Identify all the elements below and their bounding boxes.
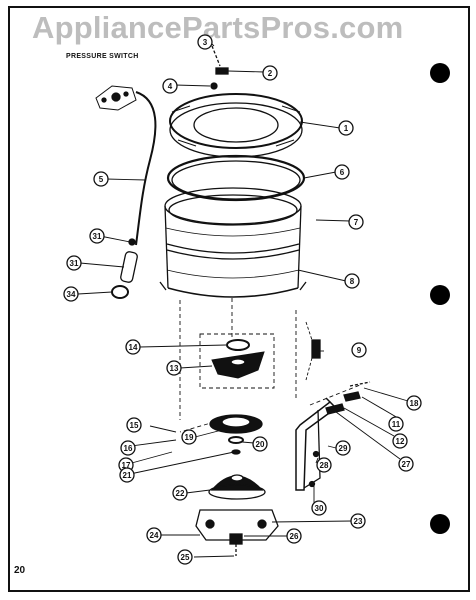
base-plate: [195, 509, 279, 556]
spin-tub: [159, 187, 307, 298]
callout-number: 12: [396, 437, 405, 446]
drive-pulley: [209, 414, 263, 455]
callout-circle: [119, 467, 135, 483]
callout-number: 9: [357, 346, 362, 355]
callout-number: 7: [354, 218, 359, 227]
binder-hole-middle: [430, 285, 450, 305]
clamp: [111, 285, 129, 299]
callout-circle: [66, 255, 82, 271]
callout-circle: [398, 456, 414, 472]
callout-number: 23: [354, 517, 363, 526]
callout-number: 18: [410, 399, 419, 408]
callout-circle: [126, 417, 142, 433]
pressure-hose: [135, 91, 157, 246]
callout-number: 24: [150, 531, 159, 540]
callout-number: 13: [170, 364, 179, 373]
callout-circle: [338, 120, 354, 136]
callout-circle: [334, 164, 350, 180]
callout-circle: [89, 228, 105, 244]
watermark: AppliancePartsPros.com: [32, 10, 404, 45]
callout-circle: [252, 436, 268, 452]
callout-number: 4: [168, 82, 173, 91]
callout-number: 11: [392, 420, 401, 429]
pressure-switch-label: PRESSURE SWITCH: [66, 53, 139, 60]
callout-number: 28: [320, 461, 329, 470]
callout-group: 1234567891112131415161718192021222324252…: [63, 34, 422, 565]
binder-hole-bottom: [430, 514, 450, 534]
callout-circle: [316, 457, 332, 473]
pump-assembly: [208, 474, 266, 500]
callout-number: 3: [203, 38, 208, 47]
callout-number: 17: [122, 461, 131, 470]
callout-circle: [181, 429, 197, 445]
callout-number: 29: [339, 444, 348, 453]
page-number: 20: [14, 565, 26, 576]
air-dome: [120, 251, 138, 283]
callout-circle: [262, 65, 278, 81]
callout-circle: [311, 500, 327, 516]
callout-number: 21: [123, 471, 132, 480]
callout-circle: [172, 485, 188, 501]
callout-circle: [125, 339, 141, 355]
callout-circle: [166, 360, 182, 376]
callout-number: 15: [130, 421, 139, 430]
callout-circle: [344, 273, 360, 289]
callout-circle: [146, 527, 162, 543]
callout-circle: [177, 549, 193, 565]
callout-circle: [286, 528, 302, 544]
callout-circle: [351, 342, 367, 358]
callout-number: 8: [350, 277, 355, 286]
binder-hole-top: [430, 63, 450, 83]
callout-circle: [335, 440, 351, 456]
diagram-border: [8, 6, 470, 592]
callout-circle: [93, 171, 109, 187]
balance-ring: [169, 93, 303, 158]
callout-number: 27: [402, 460, 411, 469]
callout-number: 31: [93, 232, 102, 241]
callout-number: 2: [268, 69, 273, 78]
callout-number: 6: [340, 168, 345, 177]
callout-number: 5: [99, 175, 104, 184]
callout-number: 31: [70, 259, 79, 268]
callout-number: 20: [256, 440, 265, 449]
callout-circle: [406, 395, 422, 411]
support-bracket: [295, 397, 338, 491]
callout-circle: [348, 214, 364, 230]
callout-number: 26: [290, 532, 299, 541]
callout-number: 14: [129, 343, 138, 352]
callout-circle: [197, 34, 213, 50]
callout-circle: [350, 513, 366, 529]
callout-circle: [120, 440, 136, 456]
callout-number: 16: [124, 444, 133, 453]
callout-number: 1: [344, 124, 349, 133]
callout-number: 34: [67, 290, 76, 299]
pressure-switch-part: [95, 85, 137, 111]
callout-number: 25: [181, 553, 190, 562]
callout-number: 30: [315, 504, 324, 513]
callout-circle: [63, 286, 79, 302]
callout-circle: [162, 78, 178, 94]
callout-circle: [392, 433, 408, 449]
callout-circle: [388, 416, 404, 432]
callout-number: 19: [185, 433, 194, 442]
callout-number: 22: [176, 489, 185, 498]
